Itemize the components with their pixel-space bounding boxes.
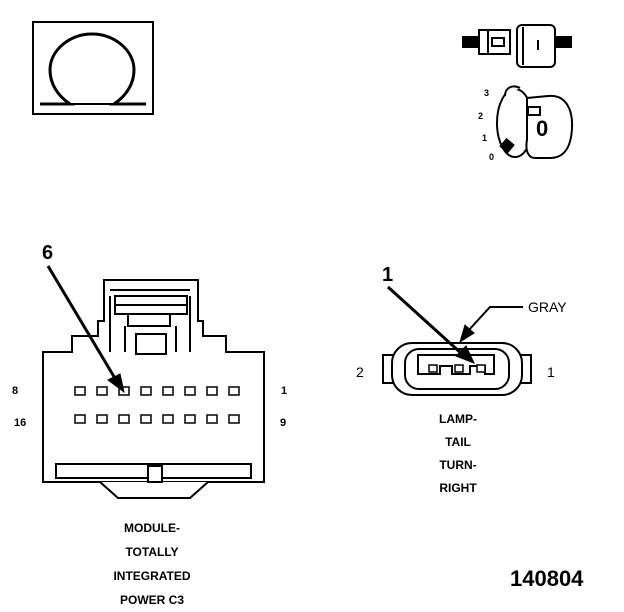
module-caption-line-2: TOTALLY — [125, 545, 179, 559]
lamp-caption-line-3: TURN- — [439, 458, 477, 472]
module-caption-line-4: POWER C3 — [119, 593, 184, 607]
module-pin-1-label: 1 — [281, 385, 288, 397]
callout-arrow-6 — [46, 265, 125, 394]
ignition-key-icon — [496, 85, 574, 159]
module-pin-9-label: 9 — [280, 417, 287, 429]
figure-number: 140804 — [510, 566, 584, 591]
lamp-caption-line-2: TAIL — [445, 435, 471, 449]
key-position-0: 0 — [489, 152, 495, 162]
module-connector — [42, 279, 265, 499]
lamp-connector — [382, 342, 532, 396]
module-caption-line-1: MODULE- — [124, 521, 180, 535]
key-position-3: 3 — [484, 88, 490, 98]
module-caption: MODULE- TOTALLY INTEGRATED POWER C3 — [92, 516, 212, 612]
lamp-caption-line-1: LAMP- — [439, 412, 477, 426]
key-position-2: 2 — [478, 111, 484, 121]
callout-arrow-1 — [386, 285, 475, 364]
connector-icon — [462, 24, 572, 68]
module-caption-line-3: INTEGRATED — [113, 569, 191, 583]
wire-color-label: GRAY — [528, 299, 567, 315]
lamp-pin-1-label: 1 — [547, 364, 555, 380]
lamp-caption: LAMP- TAIL TURN- RIGHT — [398, 408, 518, 500]
key-position-1: 1 — [482, 133, 488, 143]
module-callout-number: 6 — [42, 242, 54, 264]
gray-wire-leader — [459, 306, 523, 344]
module-pin-8-label: 8 — [12, 385, 19, 397]
lamp-pin-2-label: 2 — [356, 364, 364, 380]
lamp-callout-number: 1 — [382, 264, 394, 286]
module-pin-16-label: 16 — [14, 417, 27, 429]
omega-symbol — [32, 21, 154, 115]
key-label: 0 — [536, 116, 549, 141]
lamp-caption-line-4: RIGHT — [439, 481, 477, 495]
